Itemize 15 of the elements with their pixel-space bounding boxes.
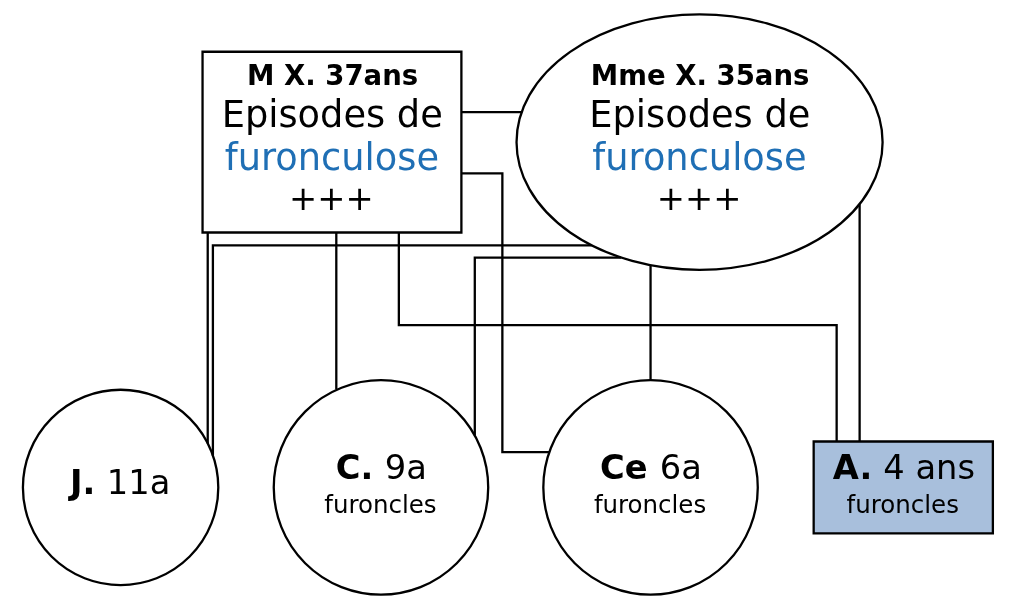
node-box: A. 4 ans furoncles — [812, 440, 994, 535]
connector — [334, 232, 337, 390]
connector — [206, 232, 209, 444]
connector — [648, 265, 652, 380]
node-circle: Ce 6a furoncles — [541, 379, 759, 596]
node-ellipse: Mme X. 35ans Episodes de furonculose +++ — [514, 13, 884, 271]
node-circle: J. 11a — [21, 388, 219, 587]
connector — [397, 232, 838, 442]
connector — [211, 244, 592, 456]
connector — [857, 204, 861, 442]
connector — [461, 172, 549, 454]
connector — [473, 256, 621, 436]
node-circle: C. 9a furoncles — [272, 379, 489, 596]
node-box: M X. 37ans Episodes de furonculose +++ — [200, 50, 463, 234]
connector — [461, 111, 522, 114]
